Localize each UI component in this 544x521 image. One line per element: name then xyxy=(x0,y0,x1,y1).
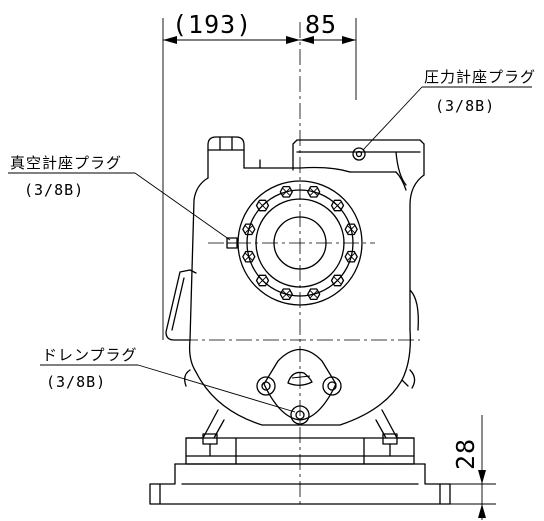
suction-flange xyxy=(237,180,363,306)
drain-cover xyxy=(256,348,342,425)
flange-bolt-icon xyxy=(242,250,256,263)
drain-plug-label: ドレンプラグ xyxy=(42,346,138,364)
flange-bolt-icon xyxy=(279,185,293,198)
dimension-193: (193) xyxy=(172,10,252,39)
flange-bolt-icon xyxy=(330,274,345,287)
flange-bolt-icon xyxy=(330,199,345,212)
vacuum-gauge-plug-label: 真空計座プラグ xyxy=(10,154,122,172)
flange-bolt-icon xyxy=(344,223,358,236)
flange-bolt-icon xyxy=(344,250,358,263)
flange-bolt-icon xyxy=(255,199,270,212)
callout-drain-plug: ドレンプラグ (3/8B) xyxy=(40,346,296,413)
flange-bolt-icon xyxy=(307,288,321,301)
filler-cap xyxy=(207,136,261,179)
discharge-top-boss xyxy=(292,139,425,331)
dimension-28: 28 xyxy=(451,438,480,470)
pressure-gauge-plug-size: (3/8B) xyxy=(435,97,495,115)
flange-bolt-icon xyxy=(242,223,256,236)
callout-pressure-gauge-plug: 圧力計座プラグ (3/8B) xyxy=(362,68,536,151)
pump-casing xyxy=(165,166,419,426)
flange-bolts xyxy=(242,185,358,301)
dimension-85: 85 xyxy=(305,10,337,39)
pressure-gauge-plug-label: 圧力計座プラグ xyxy=(424,68,536,86)
flange-bolt-icon xyxy=(279,288,293,301)
flange-bolt-icon xyxy=(255,274,270,287)
drain-plug-size: (3/8B) xyxy=(46,373,106,391)
callout-vacuum-gauge-plug: 真空計座プラグ (3/8B) xyxy=(8,154,231,241)
flange-bolt-icon xyxy=(307,185,321,198)
vacuum-gauge-plug-port xyxy=(226,237,238,249)
top-width-dimension: (193) 85 xyxy=(162,10,357,340)
pump-base xyxy=(149,409,451,505)
maker-logo-icon xyxy=(287,371,313,386)
vacuum-gauge-plug-size: (3/8B) xyxy=(24,181,84,199)
base-height-dimension: 28 xyxy=(450,415,496,520)
